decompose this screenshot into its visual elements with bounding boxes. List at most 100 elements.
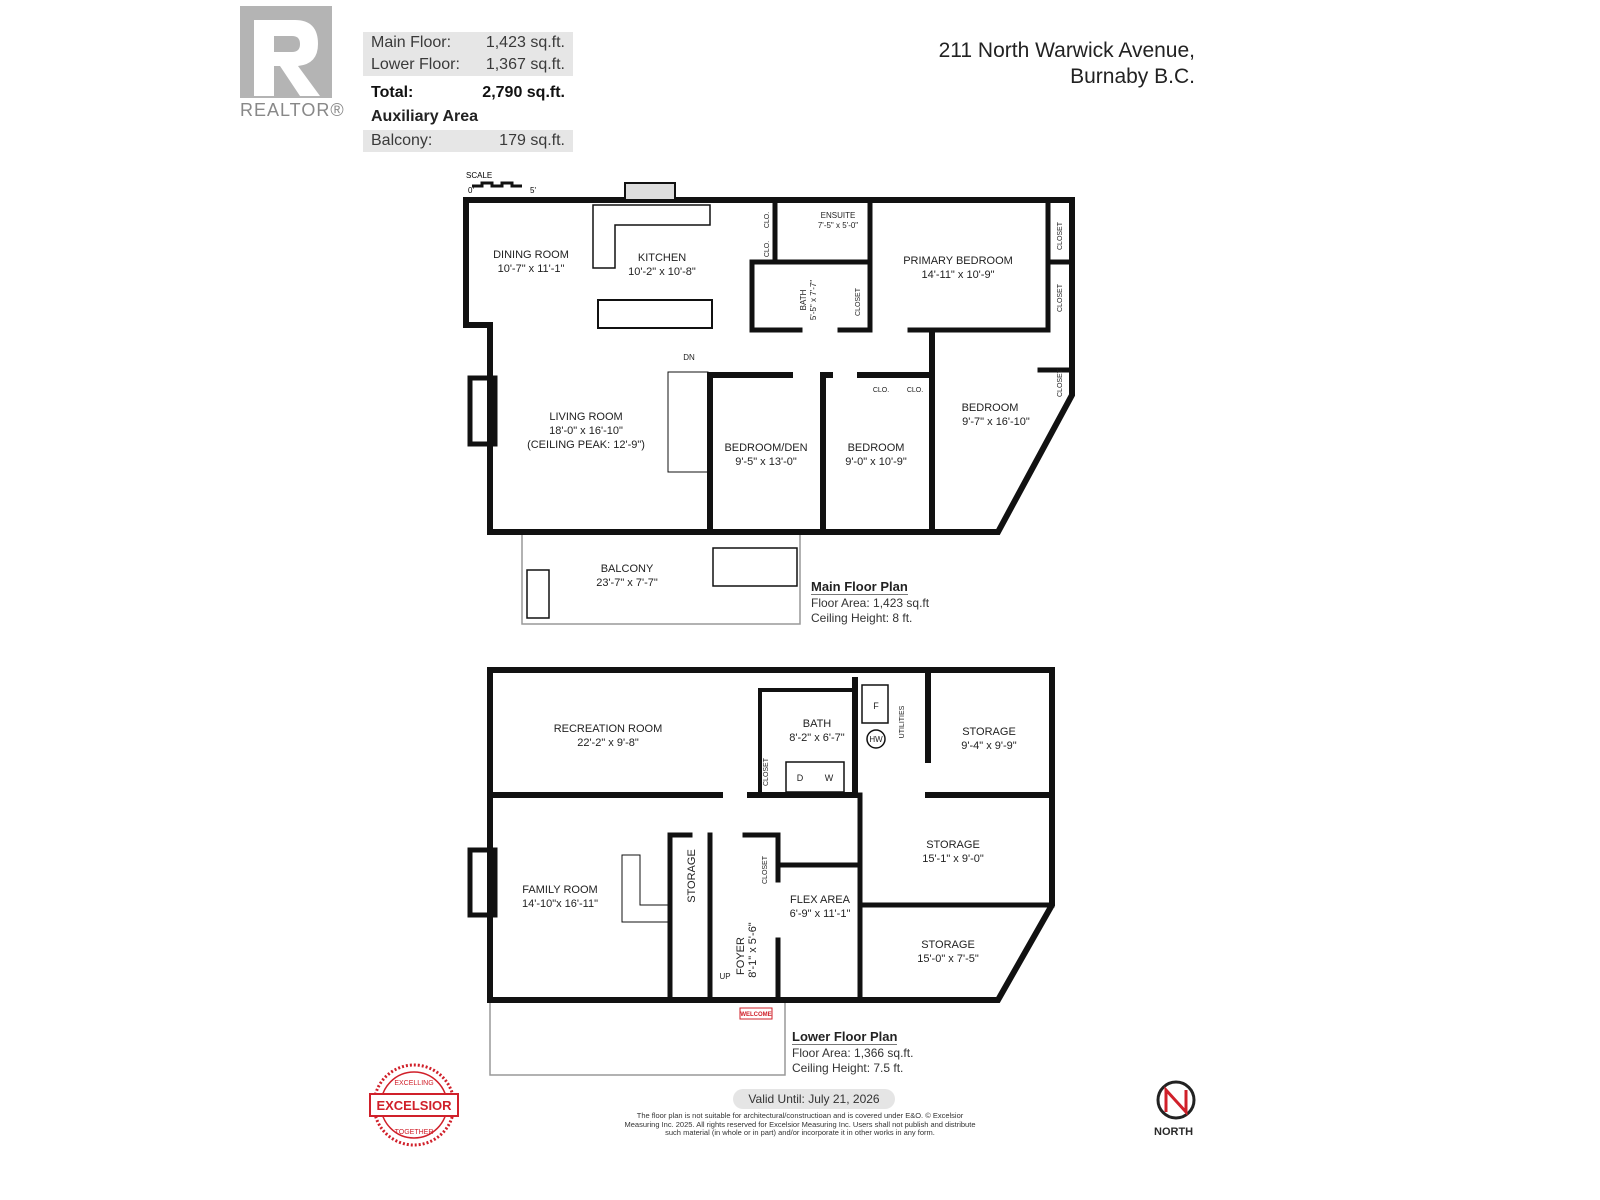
summary-label: Main Floor: — [371, 34, 452, 51]
lower-floor-info: Lower Floor Plan Floor Area: 1,366 sq.ft… — [792, 1028, 913, 1076]
closet-label: CLOSET — [762, 855, 769, 884]
room-dims: 9'-0" x 10'-9" — [845, 456, 907, 468]
room-dims: 5'-5" x 7'-7" — [809, 280, 818, 320]
scale-min: 0' — [468, 186, 474, 195]
lower-floor-labels: RECREATION ROOM 22'-2" x 9'-8" BATH 8'-2… — [522, 701, 1017, 1020]
kitchen-counter — [592, 204, 711, 269]
main-floor-info: Main Floor Plan Floor Area: 1,423 sq.ft … — [811, 578, 929, 626]
disclaimer: The floor plan is not suitable for archi… — [624, 1111, 976, 1137]
stairs-label: DN — [683, 353, 695, 362]
room-dims: 23'-7" x 7'-7" — [596, 577, 658, 589]
furnace-label: F — [873, 701, 879, 711]
total-value: 2,790 sq.ft. — [482, 84, 565, 101]
room-dims: 9'-5" x 13'-0" — [735, 456, 797, 468]
lower-floor-title: Lower Floor Plan — [792, 1029, 898, 1045]
room-name: ENSUITE — [821, 211, 856, 220]
room-dims: 14'-11" x 10'-9" — [922, 269, 995, 281]
room-name: BEDROOM — [962, 402, 1019, 414]
room-name: RECREATION ROOM — [554, 723, 663, 735]
stairs-down — [667, 371, 709, 473]
summary-label: Lower Floor: — [371, 56, 460, 73]
lower-floor-ceiling: Ceiling Height: 7.5 ft. — [792, 1061, 904, 1075]
main-floor-labels: DINING ROOM 10'-7" x 11'-1" KITCHEN 10'-… — [493, 211, 1064, 589]
address-line1: 211 North Warwick Avenue, — [938, 39, 1195, 62]
summary-value: 1,423 sq.ft. — [485, 34, 565, 51]
summary-total: Total:2,790 sq.ft. — [363, 82, 573, 104]
room-dims: 15'-1" x 9'-0" — [922, 853, 984, 865]
summary-row-main: Main Floor: 1,423 sq.ft. — [363, 32, 573, 54]
welcome-mat — [739, 1007, 773, 1020]
fireplace — [467, 375, 498, 447]
welcome-mat-text: WELCOME — [740, 1012, 771, 1018]
closet-label: CLOSET — [763, 757, 770, 786]
foyer-walls — [667, 792, 1055, 1003]
room-name: STORAGE — [921, 939, 975, 951]
svg-text:TOGETHER: TOGETHER — [395, 1129, 434, 1136]
realtor-logo-text: REALTOR® — [240, 100, 345, 120]
room-name: BEDROOM — [848, 442, 905, 454]
room-dims: 6'-9" x 11'-1" — [790, 908, 851, 920]
laundry — [785, 761, 845, 793]
closet-label: CLOSET — [1057, 368, 1064, 397]
dining-table — [712, 547, 798, 587]
room-name: BEDROOM/DEN — [724, 442, 807, 454]
room-dims: 14'-10"x 16'-11" — [522, 898, 598, 910]
room-name: DINING ROOM — [493, 249, 569, 261]
lower-floor-plan — [467, 667, 1055, 1076]
kitchen-island — [597, 299, 713, 329]
lower-exterior-wall — [487, 667, 1055, 1003]
room-name: FLEX AREA — [790, 894, 851, 906]
room-name: BATH — [799, 289, 808, 310]
address: 211 North Warwick Avenue, Burnaby B.C. — [939, 38, 1195, 90]
scale-max: 5' — [530, 186, 536, 195]
address-line2: Burnaby B.C. — [1070, 65, 1195, 88]
floor-area-block: Main Floor: 1,423 sq.ft. Lower Floor: 1,36… — [363, 32, 573, 76]
room-dims: 10'-7" x 11'-1" — [498, 263, 565, 275]
summary-row-balcony: Balcony:179 sq.ft. — [363, 130, 573, 152]
room-name: FOYER — [735, 937, 747, 975]
summary-row-lower: Lower Floor: 1,367 sq.ft. — [363, 54, 573, 76]
room-dims: 18'-0" x 16'-10" — [549, 425, 623, 437]
closet-label: CLO. — [907, 387, 923, 394]
hot-water-label: HW — [869, 735, 883, 744]
room-name: BATH — [803, 718, 832, 730]
dryer-label: D — [797, 773, 804, 783]
aux-title: Auxiliary Area — [371, 108, 479, 125]
excelsior-logo: EXCELSIOR EXCELLING TOGETHER — [369, 1063, 459, 1147]
bath-walls — [749, 197, 1051, 333]
closet-label: CLO. — [764, 241, 771, 257]
closet-label: CLO. — [873, 387, 889, 394]
main-floor-area: Floor Area: 1,423 sq.ft — [811, 596, 930, 610]
closet-label: CLOSET — [1057, 283, 1064, 312]
bedroom-walls — [707, 332, 935, 535]
stairs-label: UP — [719, 972, 730, 981]
room-name: KITCHEN — [638, 252, 686, 264]
svg-text:EXCELSIOR: EXCELSIOR — [376, 1098, 452, 1113]
room-name: STORAGE — [962, 726, 1016, 738]
scale-label: SCALE — [466, 171, 492, 180]
main-exterior-wall — [463, 197, 1075, 535]
area-summary: Main Floor: 1,423 sq.ft. Lower Floor: 1,36… — [363, 32, 573, 152]
room-dims: 8'-1" x 5'-6" — [747, 922, 759, 978]
north-arrow-icon — [1156, 1080, 1196, 1120]
svg-text:EXCELLING: EXCELLING — [394, 1080, 433, 1087]
main-floor-ceiling: Ceiling Height: 8 ft. — [811, 611, 913, 625]
main-floor-plan — [463, 182, 1075, 625]
room-dims: 9'-4" x 9'-9" — [961, 740, 1017, 752]
summary-value: 1,367 sq.ft. — [485, 56, 565, 73]
fireplace — [467, 847, 498, 918]
chimney — [624, 182, 676, 201]
closet-label: CLOSET — [1057, 221, 1064, 250]
room-name: BALCONY — [601, 563, 654, 575]
room-dims: 9'-7" x 16'-10" — [962, 416, 1030, 428]
room-name: UTILITIES — [899, 705, 906, 738]
north-label: NORTH — [1154, 1126, 1194, 1138]
bath-walls — [758, 688, 857, 797]
main-floor-title: Main Floor Plan — [811, 579, 908, 595]
summary-label: Balcony: — [371, 132, 433, 149]
room-dims: 7'-5" x 5'-0" — [818, 221, 858, 230]
room-name: LIVING ROOM — [549, 411, 622, 423]
valid-until-badge: Valid Until: July 21, 2026 — [733, 1089, 895, 1109]
closet-walls — [1037, 197, 1075, 373]
